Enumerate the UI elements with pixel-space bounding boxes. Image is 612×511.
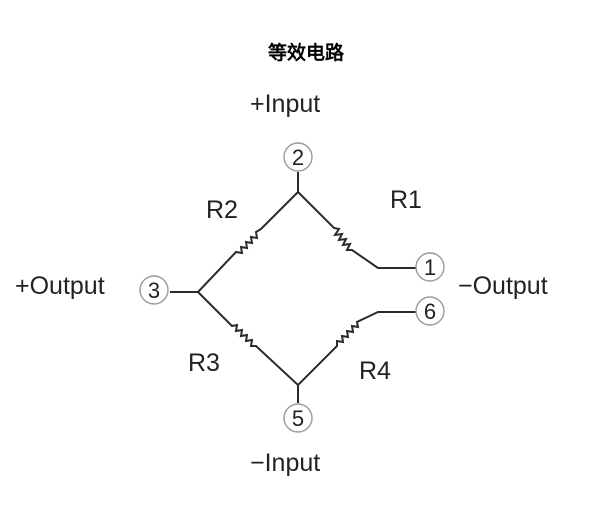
resistor-r3 bbox=[197, 291, 299, 386]
node-1: 1 bbox=[415, 252, 445, 282]
resistor-label-r4: R4 bbox=[359, 357, 391, 385]
node-1-number: 1 bbox=[424, 255, 436, 280]
node-3: 3 bbox=[139, 275, 169, 305]
resistor-label-r3: R3 bbox=[188, 349, 220, 377]
node-3-number: 3 bbox=[148, 278, 160, 303]
diagram-title: 等效电路 bbox=[267, 42, 344, 64]
minus-input-label: −Input bbox=[250, 449, 321, 477]
resistor-r2 bbox=[197, 191, 299, 293]
node-5: 5 bbox=[283, 403, 313, 433]
plus-input-label: +Input bbox=[250, 90, 321, 118]
resistor-label-r1: R1 bbox=[390, 186, 422, 214]
node-5-number: 5 bbox=[292, 406, 304, 431]
resistor-r1 bbox=[297, 191, 416, 269]
minus-output-label: −Output bbox=[458, 272, 548, 300]
node-6-number: 6 bbox=[424, 299, 436, 324]
node-2: 2 bbox=[283, 142, 313, 172]
node-2-number: 2 bbox=[292, 145, 304, 170]
resistor-label-r2: R2 bbox=[206, 196, 238, 224]
plus-output-label: +Output bbox=[15, 272, 105, 300]
resistor-r4 bbox=[297, 311, 416, 386]
node-6: 6 bbox=[415, 296, 445, 326]
